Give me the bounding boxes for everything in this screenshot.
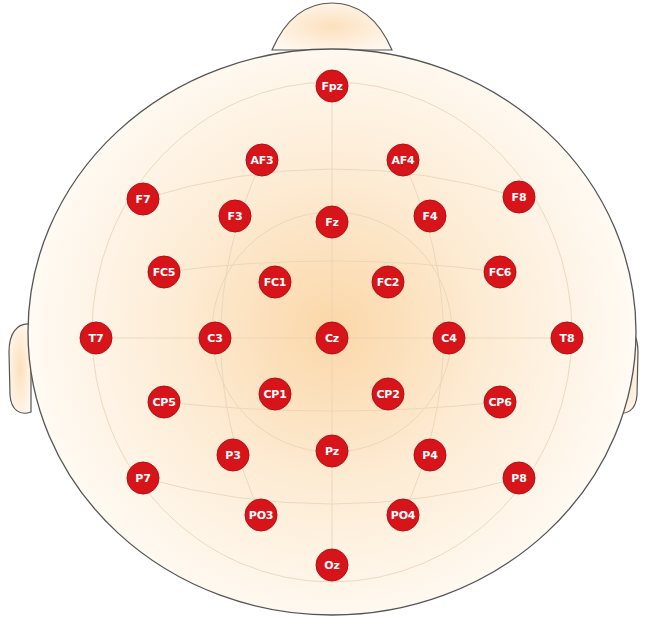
electrode: CP6 — [483, 385, 517, 419]
electrode: T7 — [79, 321, 113, 355]
electrode: AF4 — [386, 143, 420, 177]
electrode: FC5 — [147, 255, 181, 289]
electrode: F7 — [126, 182, 160, 216]
electrode: P8 — [502, 461, 536, 495]
scalp — [28, 49, 636, 615]
electrode: T8 — [550, 321, 584, 355]
electrode-label: F3 — [228, 211, 243, 222]
electrode-label: P4 — [422, 450, 437, 461]
electrode: Fz — [315, 205, 349, 239]
electrode: P7 — [126, 461, 160, 495]
electrode: CP1 — [258, 377, 292, 411]
electrode-label: F7 — [136, 194, 151, 205]
grid-lines — [92, 82, 572, 582]
electrode-label: Cz — [325, 333, 339, 344]
electrode: Pz — [315, 434, 349, 468]
electrode-label: C4 — [441, 333, 456, 344]
electrode-label: Fpz — [321, 81, 342, 92]
electrode: C3 — [198, 321, 232, 355]
electrode-label: C3 — [207, 333, 222, 344]
electrode: P4 — [413, 438, 447, 472]
electrode-label: PO3 — [249, 510, 273, 521]
electrode-label: T7 — [89, 333, 104, 344]
electrode-label: P7 — [135, 473, 150, 484]
electrode: AF3 — [245, 143, 279, 177]
electrode-label: CP6 — [488, 397, 511, 408]
electrode-label: Oz — [324, 560, 339, 571]
electrode: CP2 — [371, 377, 405, 411]
electrode: F3 — [218, 199, 252, 233]
electrode-label: Pz — [325, 446, 339, 457]
electrode: Fpz — [315, 69, 349, 103]
electrode-label: AF4 — [391, 155, 414, 166]
electrode: Cz — [315, 321, 349, 355]
electrode: PO4 — [386, 498, 420, 532]
electrode-label: PO4 — [391, 510, 415, 521]
electrode: CP5 — [147, 385, 181, 419]
electrode: F4 — [413, 199, 447, 233]
electrode-label: P8 — [511, 473, 526, 484]
electrode: C4 — [432, 321, 466, 355]
electrode-label: P3 — [225, 450, 240, 461]
electrode-label: CP5 — [152, 397, 175, 408]
electrode-label: AF3 — [250, 155, 273, 166]
electrode-label: FC5 — [153, 267, 176, 278]
electrode-label: T8 — [560, 333, 575, 344]
nose — [272, 3, 392, 50]
electrode-label: F4 — [423, 211, 438, 222]
electrode: FC6 — [483, 255, 517, 289]
electrode-label: CP2 — [376, 389, 399, 400]
electrode-label: F8 — [512, 192, 527, 203]
electrode: Oz — [315, 548, 349, 582]
electrode-label: FC1 — [264, 277, 287, 288]
electrode: FC1 — [258, 265, 292, 299]
electrode-label: FC6 — [489, 267, 512, 278]
electrode-label: FC2 — [377, 277, 400, 288]
electrode: PO3 — [244, 498, 278, 532]
electrode: F8 — [502, 180, 536, 214]
electrode: P3 — [216, 438, 250, 472]
electrode: FC2 — [371, 265, 405, 299]
electrode-label: CP1 — [263, 389, 286, 400]
electrode-label: Fz — [325, 217, 339, 228]
